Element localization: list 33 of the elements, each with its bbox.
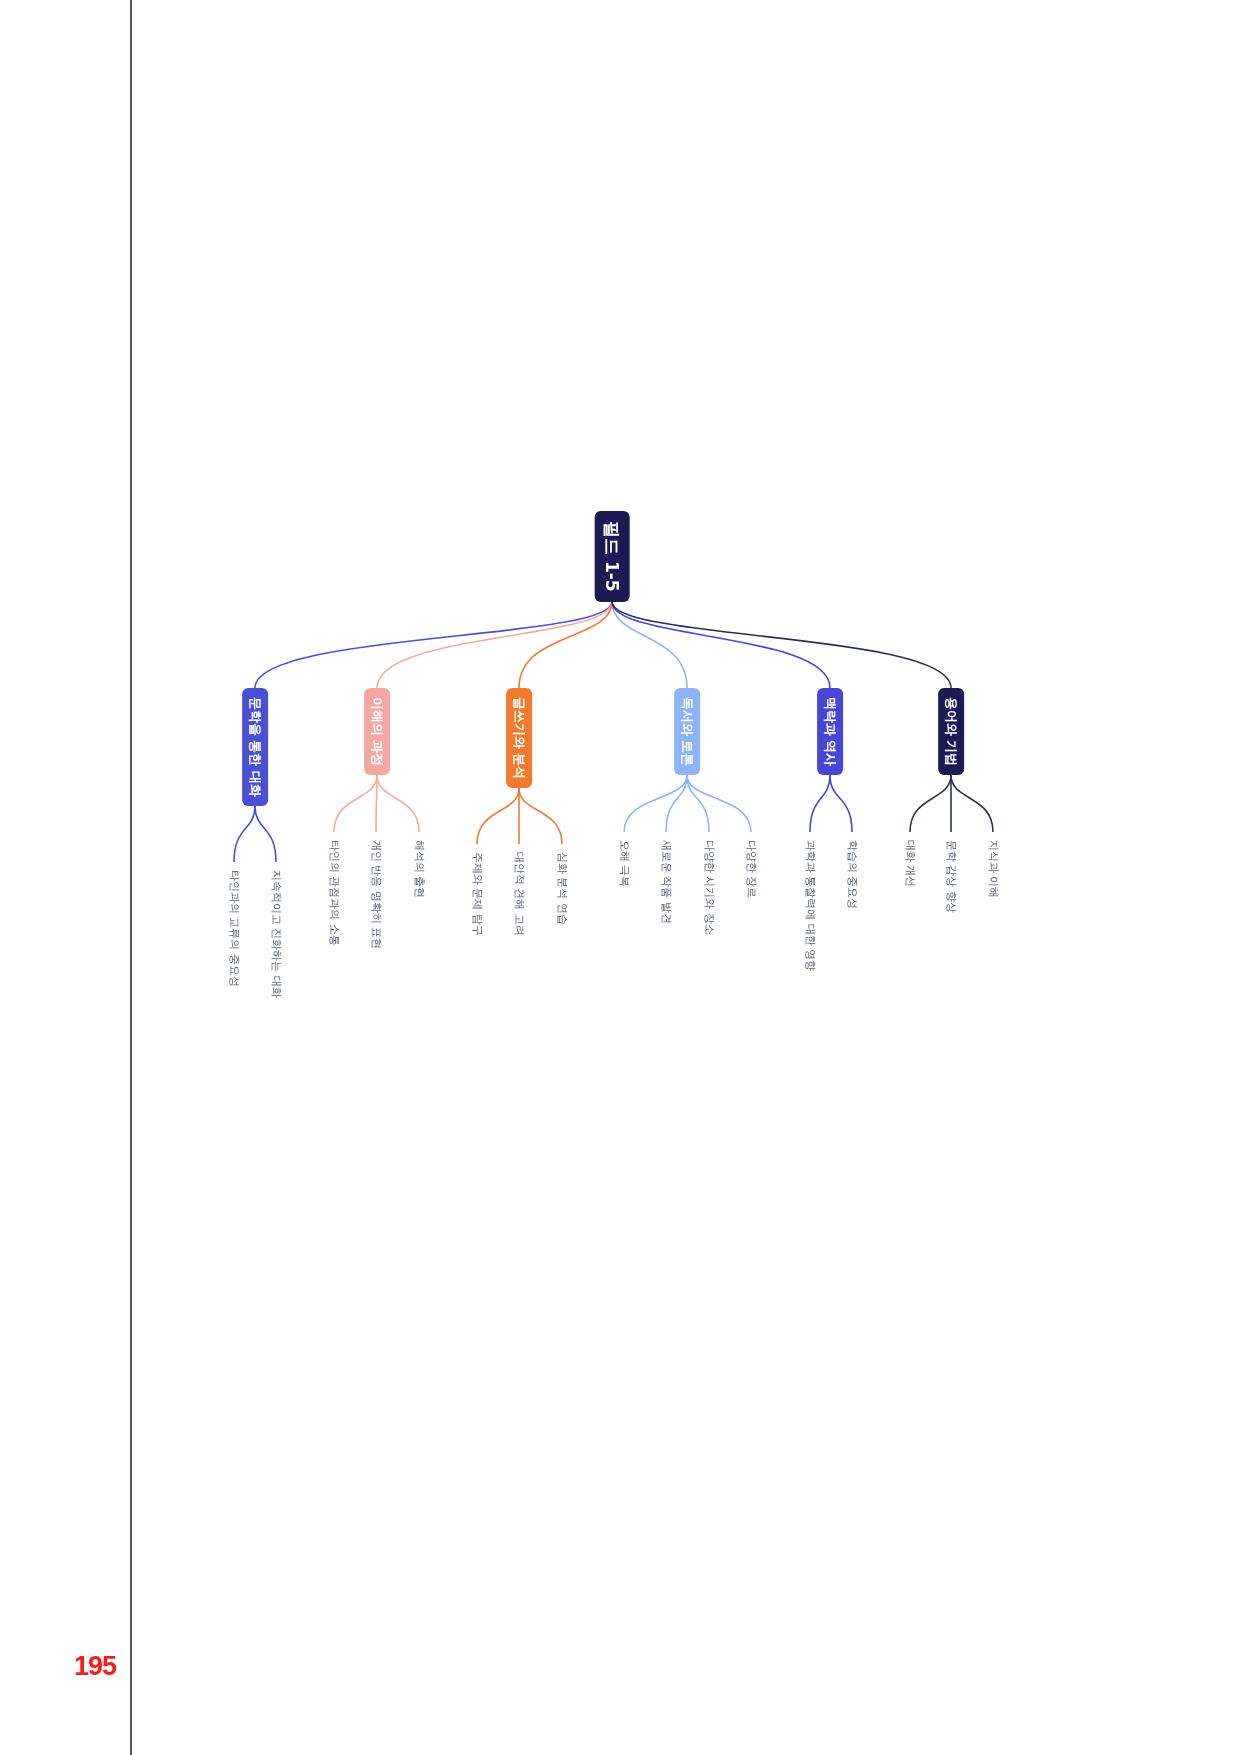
branch-line	[518, 787, 563, 845]
leaf-topic: 주제와 문제 탐구	[470, 852, 484, 936]
leaf-topic: 문학 감상 향상	[944, 840, 958, 913]
leaf-topic: 다양한 시기와 장소	[702, 840, 716, 935]
leaf-topic: 대안적 견해 고려	[512, 852, 526, 936]
leaf-topic: 지속적이고 진화하는 대화	[269, 870, 283, 998]
leaf-topic: 개인 반응 명확히 표현	[369, 840, 383, 950]
leaf-topic: 새로운 작품 발견	[659, 840, 673, 924]
branch-topic: 용어와 기법	[938, 688, 964, 776]
leaf-topic: 타인의 관점과의 소통	[327, 840, 341, 946]
branch-line	[611, 600, 952, 689]
branch-topic: 문학을 통한 대화	[242, 688, 268, 806]
leaf-topic: 다양한 장르	[744, 840, 758, 899]
branch-line	[254, 804, 277, 863]
leaf-topic: 학습의 중요성	[845, 840, 859, 910]
branch-topic: 맥락과 역사	[817, 688, 843, 776]
leaf-topic: 오해 극복	[617, 840, 631, 888]
branch-line	[950, 774, 994, 833]
central-topic: 필드 1-5	[594, 511, 630, 602]
page-number: 195	[74, 1651, 117, 1682]
leaf-topic: 과학과 통찰력에 대한 영향	[803, 840, 817, 972]
branch-line	[686, 774, 752, 833]
leaf-topic: 지식과 이해	[986, 840, 1000, 899]
leaf-topic: 심화 분석 연습	[555, 852, 569, 925]
branch-line	[829, 774, 853, 833]
leaf-topic: 타인과의 교류의 중요성	[227, 870, 241, 987]
branch-topic: 이해의 과정	[364, 688, 390, 776]
leaf-topic: 해석의 출현	[412, 840, 426, 899]
branch-line	[611, 600, 831, 689]
leaf-topic: 대화 개선	[903, 840, 917, 888]
branch-line	[376, 774, 420, 833]
branch-topic: 글쓰기와 분석	[506, 688, 532, 789]
branch-topic: 독서와 토론	[674, 688, 700, 776]
